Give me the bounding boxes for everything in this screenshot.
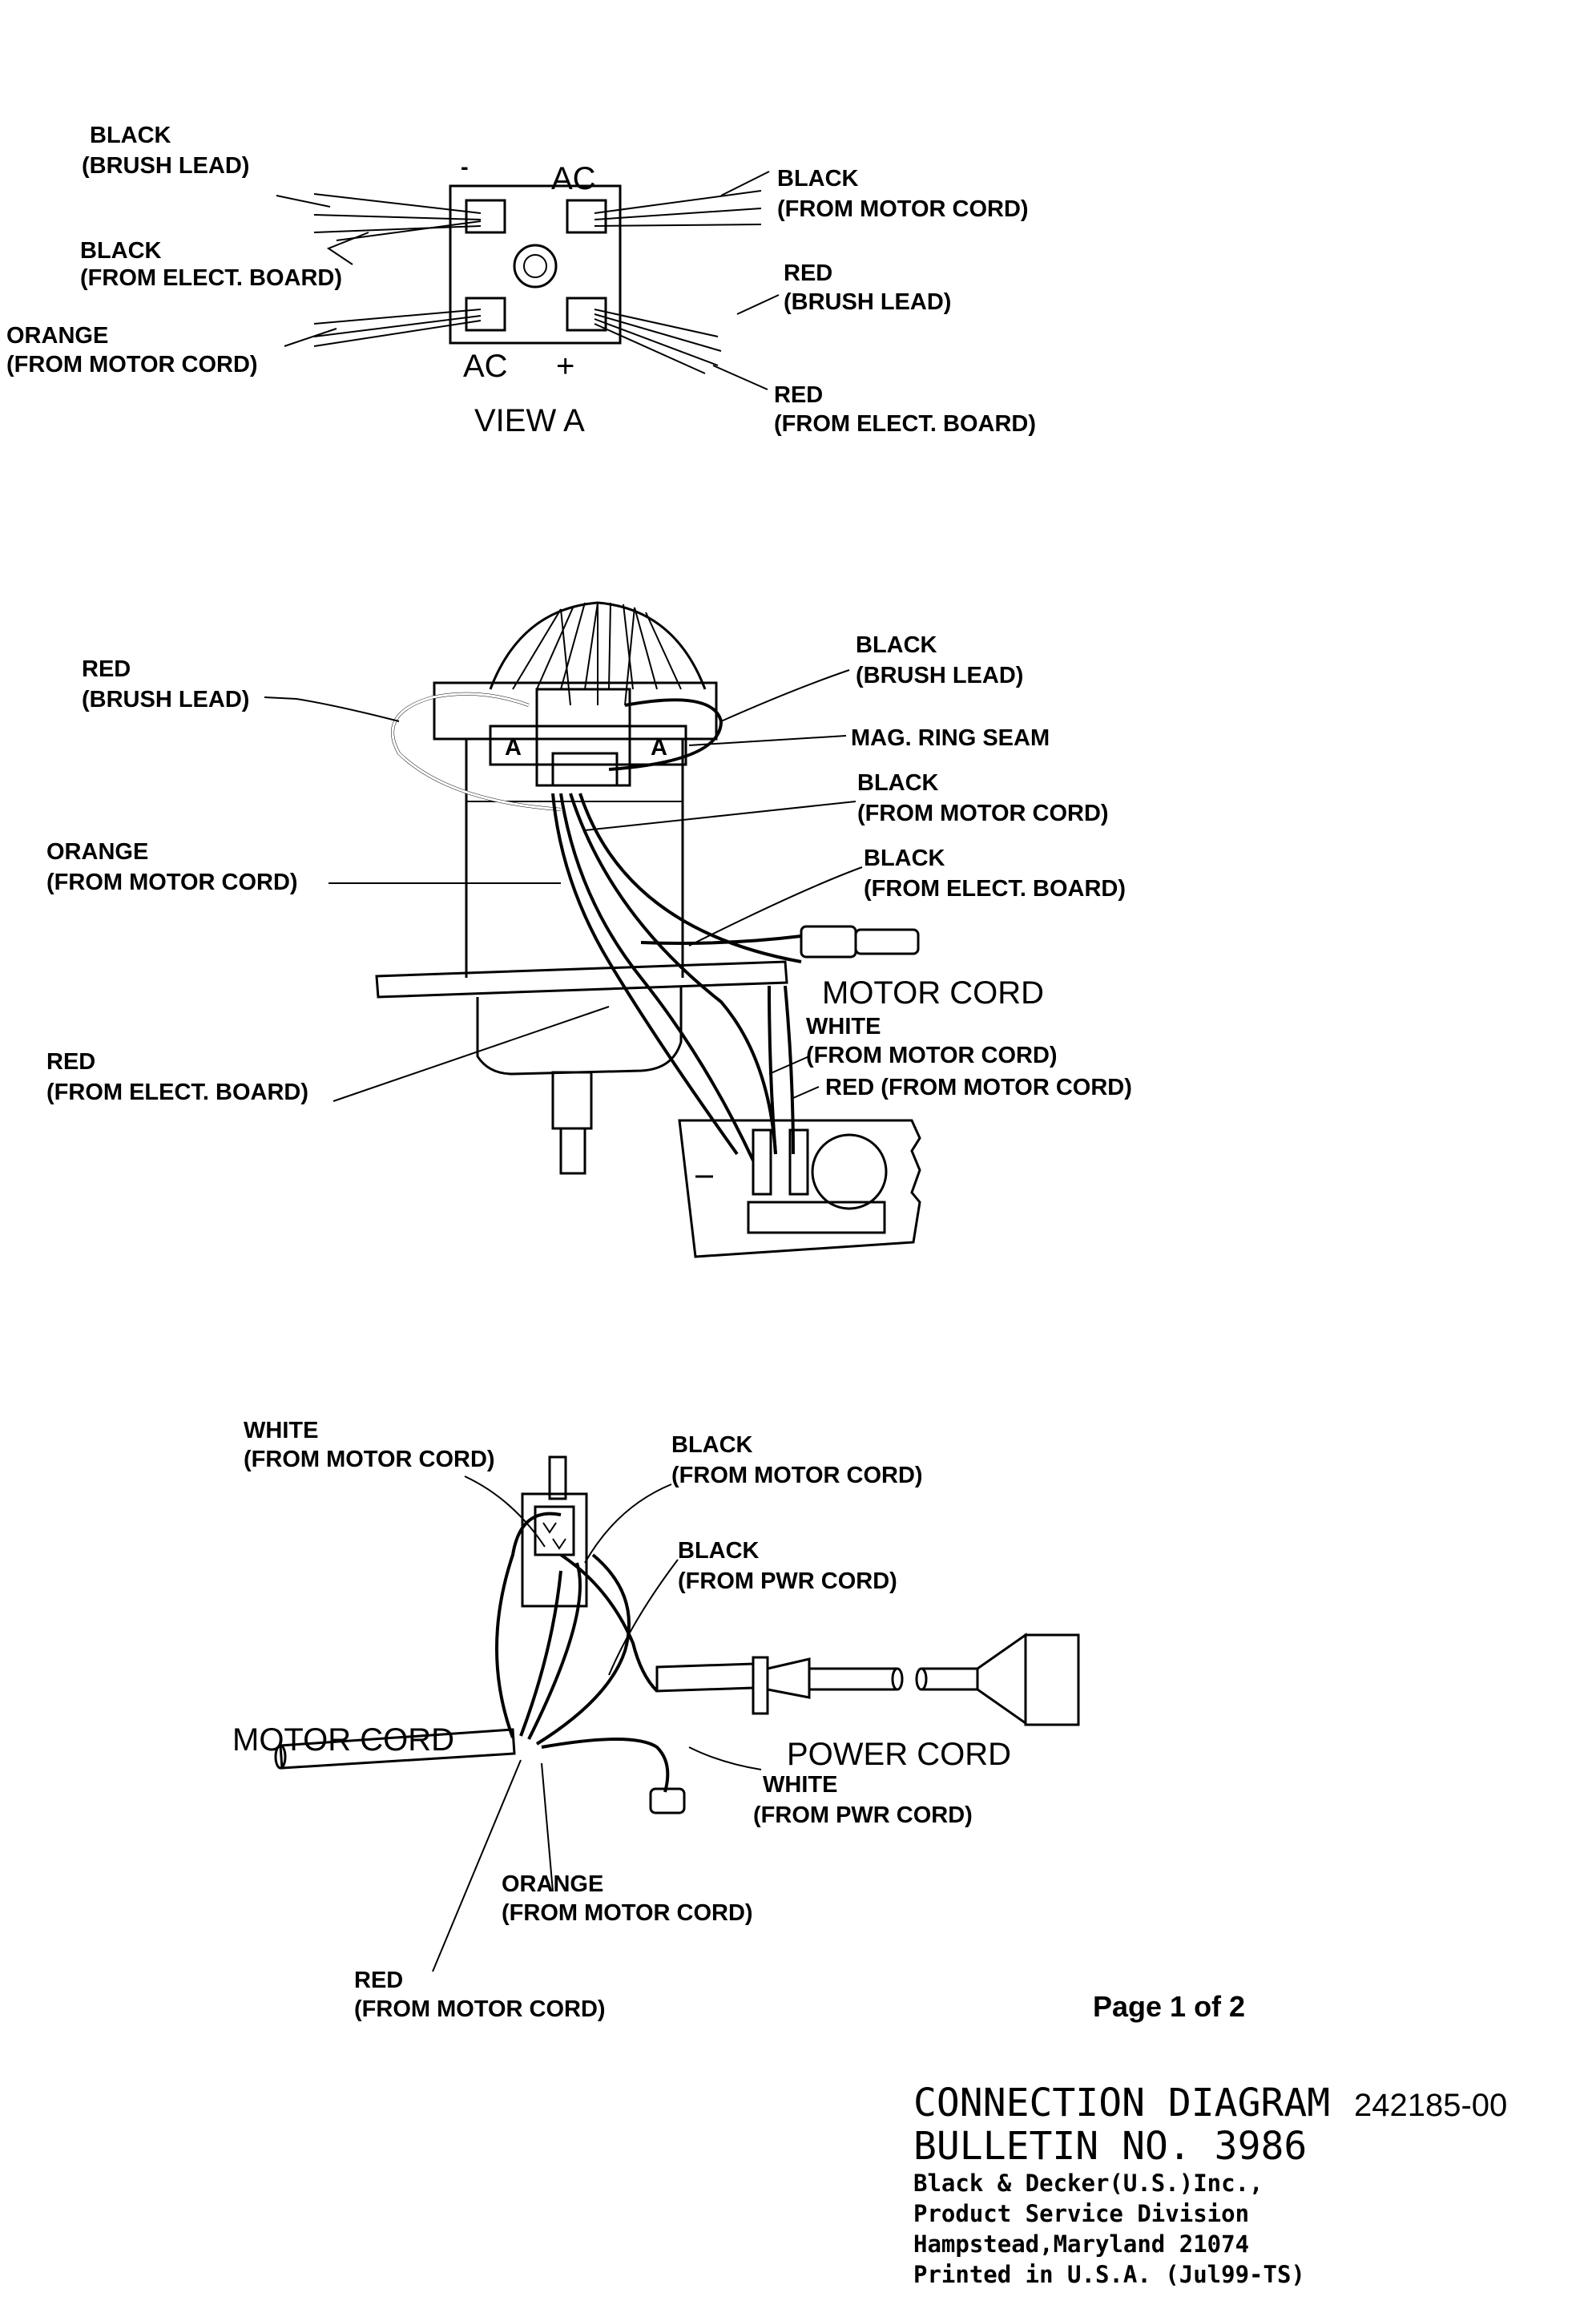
motor-label-red-brush: RED bbox=[82, 656, 131, 682]
label-black-brush: BLACK bbox=[90, 123, 171, 148]
ac-terminal-mark-top: AC bbox=[551, 161, 596, 196]
switch-label-white-pwr-sub: (FROM PWR CORD) bbox=[753, 1802, 973, 1828]
company-name: Black & Decker(U.S.)Inc., bbox=[913, 2170, 1264, 2197]
brush-mark-a-left: A bbox=[505, 735, 522, 761]
switch-label-white-motor: WHITE bbox=[244, 1418, 318, 1443]
label-orange-motor-sub: (FROM MOTOR CORD) bbox=[6, 352, 258, 377]
switch-label-white-motor-sub: (FROM MOTOR CORD) bbox=[244, 1447, 495, 1472]
label-black-board: BLACK bbox=[80, 238, 162, 264]
label-black-motor-sub: (FROM MOTOR CORD) bbox=[777, 196, 1029, 222]
division-name: Product Service Division bbox=[913, 2200, 1249, 2227]
motor-label-red-motor: RED (FROM MOTOR CORD) bbox=[825, 1075, 1132, 1100]
switch-label-motor-cord: MOTOR CORD bbox=[232, 1722, 454, 1758]
motor-assembly: A A bbox=[46, 601, 1132, 1258]
footer: Page 1 of 2 CONNECTION DIAGRAM 242185-00… bbox=[913, 1990, 1507, 2288]
motor-label-red-brush-sub: (BRUSH LEAD) bbox=[82, 687, 249, 712]
motor-label-white-motor-sub: (FROM MOTOR CORD) bbox=[806, 1043, 1058, 1068]
view-a: - AC AC + VIEW A BLACK (BRUSH LEAD) BLAC… bbox=[6, 123, 1036, 438]
motor-label-motor-cord: MOTOR CORD bbox=[822, 975, 1044, 1011]
switch-label-red-motor-sub: (FROM MOTOR CORD) bbox=[354, 1996, 606, 2022]
terminal-block bbox=[449, 184, 622, 345]
label-black-brush-sub: (BRUSH LEAD) bbox=[82, 153, 249, 179]
motor-label-mag-ring-seam: MAG. RING SEAM bbox=[851, 725, 1050, 751]
motor-label-black-brush-sub: (BRUSH LEAD) bbox=[856, 663, 1023, 688]
switch-label-black-motor: BLACK bbox=[671, 1432, 753, 1458]
motor-label-black-brush: BLACK bbox=[856, 632, 937, 658]
motor-label-white-motor: WHITE bbox=[806, 1014, 881, 1039]
switch-label-black-motor-sub: (FROM MOTOR CORD) bbox=[671, 1463, 923, 1488]
switch-label-black-pwr: BLACK bbox=[678, 1538, 760, 1564]
minus-terminal-mark: - bbox=[461, 155, 469, 180]
plus-terminal-mark: + bbox=[556, 349, 574, 384]
brush-mark-a-right: A bbox=[651, 735, 667, 761]
label-black-motor: BLACK bbox=[777, 166, 859, 192]
motor-label-orange-motor: ORANGE bbox=[46, 839, 148, 865]
view-a-caption: VIEW A bbox=[474, 403, 585, 438]
switch-label-power-cord: POWER CORD bbox=[787, 1737, 1011, 1772]
motor-label-black-board: BLACK bbox=[864, 846, 945, 871]
view-a-leaders bbox=[276, 171, 780, 390]
motor-label-orange-motor-sub: (FROM MOTOR CORD) bbox=[46, 870, 298, 895]
switch-label-red-motor: RED bbox=[354, 1968, 403, 1993]
company-address: Hampstead,Maryland 21074 bbox=[913, 2230, 1249, 2258]
label-red-brush: RED bbox=[784, 260, 832, 286]
view-a-wires bbox=[313, 190, 762, 374]
motor-label-black-motor-sub: (FROM MOTOR CORD) bbox=[857, 801, 1109, 826]
part-number: 242185-00 bbox=[1354, 2088, 1507, 2123]
motor-label-red-board: RED bbox=[46, 1049, 95, 1075]
motor-label-black-motor: BLACK bbox=[857, 770, 939, 796]
switch-label-orange-motor: ORANGE bbox=[502, 1871, 603, 1897]
motor-label-black-board-sub: (FROM ELECT. BOARD) bbox=[864, 876, 1126, 902]
motor-label-red-board-sub: (FROM ELECT. BOARD) bbox=[46, 1080, 308, 1105]
label-black-board-sub: (FROM ELECT. BOARD) bbox=[80, 265, 342, 291]
diagram-title: CONNECTION DIAGRAM bbox=[913, 2081, 1330, 2125]
bulletin-number: BULLETIN NO. 3986 bbox=[913, 2124, 1307, 2169]
page-number: Page 1 of 2 bbox=[1093, 1990, 1245, 2023]
switch-label-white-pwr: WHITE bbox=[763, 1772, 837, 1798]
switch-label-black-pwr-sub: (FROM PWR CORD) bbox=[678, 1568, 897, 1594]
label-red-board-sub: (FROM ELECT. BOARD) bbox=[774, 411, 1036, 437]
ac-terminal-mark-bottom: AC bbox=[463, 349, 508, 384]
label-red-board: RED bbox=[774, 382, 823, 408]
label-red-brush-sub: (BRUSH LEAD) bbox=[784, 289, 951, 315]
switch-label-orange-motor-sub: (FROM MOTOR CORD) bbox=[502, 1900, 753, 1926]
printed-note: Printed in U.S.A. (Jul99-TS) bbox=[913, 2261, 1305, 2288]
label-orange-motor: ORANGE bbox=[6, 323, 108, 349]
switch-assembly: WHITE (FROM MOTOR CORD) BLACK (FROM MOTO… bbox=[232, 1418, 1080, 2022]
